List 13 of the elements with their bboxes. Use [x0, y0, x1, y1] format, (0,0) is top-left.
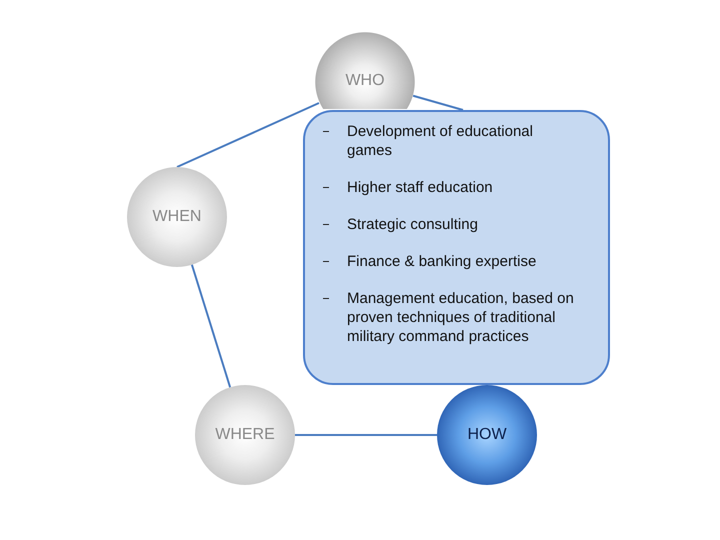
bullet-text: Strategic consulting [347, 215, 479, 234]
connector-line [412, 94, 464, 111]
node-label: WHEN [152, 208, 202, 226]
bullet-text: Management education, based on proven techniques of traditional military command practices [347, 289, 575, 346]
connector-line [190, 264, 232, 388]
rounded-box [303, 110, 610, 385]
bullet-text: Finance & banking expertise [347, 252, 538, 271]
node-label: WHERE [215, 426, 275, 444]
bullet-text: Higher staff education [347, 178, 494, 197]
connector-line [295, 434, 437, 436]
node-label: HOW [467, 426, 507, 444]
node-label: WHO [345, 72, 385, 90]
bullet-text: Development of educational games [347, 122, 534, 160]
